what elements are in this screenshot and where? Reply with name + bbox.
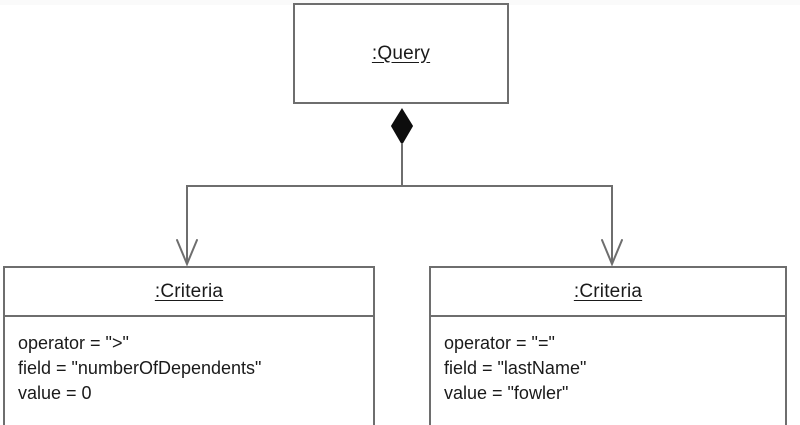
criteria-right-header: :Criteria [431,268,785,317]
criteria-left-header: :Criteria [5,268,373,317]
criteria-left-title: :Criteria [154,280,224,302]
attribute-value: value = 0 [18,383,92,403]
attribute-field: field = "numberOfDependents" [18,358,262,378]
uml-object-query[interactable]: :Query [293,3,509,104]
criteria-left-attributes: operator = ">" field = "numberOfDependen… [5,317,373,406]
left-arrowhead-icon [176,239,198,267]
composition-diamond-icon [390,108,414,145]
attribute-operator: operator = ">" [18,333,129,353]
top-edge-band [0,0,800,5]
query-header: :Query [295,5,507,102]
attribute-value: value = "fowler" [444,383,569,403]
attribute-operator: operator = "=" [444,333,555,353]
query-title: :Query [371,42,431,64]
right-arrowhead-icon [601,239,623,267]
uml-object-criteria-left[interactable]: :Criteria operator = ">" field = "number… [3,266,375,425]
criteria-right-title: :Criteria [573,280,643,302]
uml-object-criteria-right[interactable]: :Criteria operator = "=" field = "lastNa… [429,266,787,425]
attribute-field: field = "lastName" [444,358,587,378]
criteria-right-attributes: operator = "=" field = "lastName" value … [431,317,785,406]
